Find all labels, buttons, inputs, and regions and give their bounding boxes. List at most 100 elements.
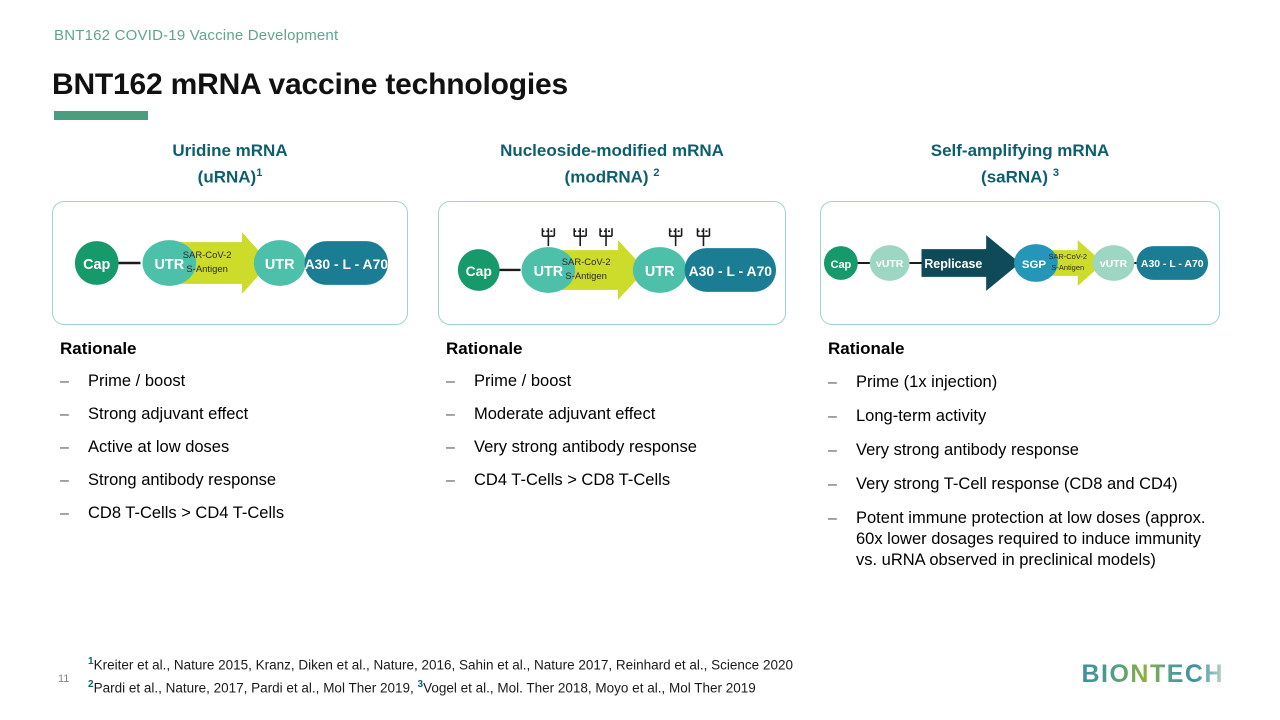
polya-label: A30 - L - A70: [305, 256, 389, 272]
antigen-arrow-shape: [170, 231, 270, 294]
page-title: BNT162 mRNA vaccine technologies: [52, 68, 568, 101]
pseudouridine-modification-marks: [541, 227, 711, 246]
footnote-line-2: 2Pardi et al., Nature, 2017, Pardi et al…: [88, 675, 1088, 698]
list-item-text: CD4 T-Cells > CD8 T-Cells: [474, 470, 671, 489]
column-modrna-heading-line1: Nucleoside-modified mRNA: [500, 141, 724, 160]
column-urna-heading-line1: Uridine mRNA: [172, 141, 288, 160]
footnotes: 1Kreiter et al., Nature 2015, Kranz, Dik…: [88, 652, 1088, 697]
antigen-label-line2: S-Antigen: [565, 271, 606, 282]
antigen-arrow-shape: [550, 239, 646, 300]
bullet-dash: –: [828, 441, 837, 459]
polya-node: [684, 247, 777, 292]
utr-right-node: [253, 239, 306, 286]
modrna-rationale-title: Rationale: [446, 338, 523, 358]
list-item-text: Potent immune protection at low doses (a…: [856, 508, 1206, 569]
replicase-label: Replicase: [924, 257, 982, 271]
bullet-dash: –: [828, 407, 837, 425]
list-item-text: Prime / boost: [88, 371, 186, 390]
list-item: –CD8 T-Cells > CD4 T-Cells: [52, 503, 408, 524]
cap-label: Cap: [831, 259, 852, 271]
bullet-dash: –: [446, 438, 455, 456]
sarna-construct-diagram: Replicase Cap vUTR SGP SAR-CoV-2 S-Antig…: [823, 234, 1209, 291]
column-urna-heading-superscript: 1: [256, 167, 263, 179]
content-columns: Uridine mRNA (uRNA)1 Cap UTR SAR-CoV-2 S…: [0, 140, 1280, 650]
bullet-dash: –: [828, 475, 837, 493]
column-modrna-heading-superscript: 2: [653, 167, 660, 179]
vutr-right-label: vUTR: [1100, 259, 1128, 270]
bullet-dash: –: [60, 438, 69, 456]
list-item: – CD4 T-Cells > CD8 T-Cells: [438, 470, 786, 491]
column-modrna-heading-line2: (modRNA): [564, 167, 654, 187]
psi-icon: [573, 227, 587, 246]
utr-left-node: [521, 246, 576, 293]
list-item: – Prime (1x injection): [820, 372, 1220, 393]
list-item-text: Prime (1x injection): [856, 372, 998, 391]
list-item-text: Prime / boost: [474, 371, 572, 390]
column-urna: Uridine mRNA (uRNA)1 Cap UTR SAR-CoV-2 S…: [52, 140, 408, 524]
footnote-1-text: Kreiter et al., Nature 2015, Kranz, Dike…: [93, 657, 793, 673]
polya-node: [304, 240, 389, 285]
vutr-left-label: vUTR: [876, 259, 904, 270]
list-item-text: Active at low doses: [88, 437, 230, 456]
list-item: – Very strong antibody response: [438, 437, 786, 458]
column-sarna-heading-line1: Self-amplifying mRNA: [930, 141, 1110, 160]
bullet-dash: –: [828, 373, 837, 391]
list-item: –Long-term activity: [820, 406, 1220, 427]
list-item-text: Very strong T-Cell response (CD8 and CD4…: [856, 474, 1178, 493]
vutr-right-node: [1092, 244, 1135, 281]
antigen-label-line2: S-Antigen: [186, 264, 227, 275]
polya-label: A30 - L - A70: [689, 263, 773, 279]
antigen-arrow-shape: [1041, 239, 1104, 286]
utr-left-label: UTR: [155, 257, 185, 273]
biontech-logo: BIONTECH: [1081, 660, 1224, 688]
urna-diagram-box: Cap UTR SAR-CoV-2 S-Antigen UTR A30 - L …: [52, 200, 408, 325]
modrna-diagram-box: Cap UTR SAR-CoV-2 S-Antigen UTR A30 - L …: [438, 200, 786, 325]
antigen-label-line1: SAR-CoV-2: [183, 250, 232, 261]
list-item: –Moderate adjuvant effect: [438, 404, 786, 425]
bullet-dash: –: [446, 372, 455, 390]
psi-icon: [668, 227, 683, 246]
list-item: – Potent immune protection at low doses (…: [820, 508, 1220, 571]
utr-left-node: [142, 239, 197, 286]
urna-rationale-title: Rationale: [60, 338, 137, 358]
polya-node: [1136, 245, 1209, 280]
column-sarna-heading: Self-amplifying mRNA (saRNA) 3: [820, 140, 1220, 189]
title-accent-rule: [54, 111, 148, 120]
list-item: – Active at low doses: [52, 437, 408, 458]
bullet-dash: –: [828, 509, 837, 527]
vutr-left-node: [869, 244, 910, 281]
list-item-text: Moderate adjuvant effect: [474, 404, 656, 423]
list-item: – Strong antibody response: [52, 470, 408, 491]
list-item-text: Very strong antibody response: [474, 437, 697, 456]
urna-construct-diagram: Cap UTR SAR-CoV-2 S-Antigen UTR A30 - L …: [74, 231, 389, 294]
antigen-label-line1: SAR-CoV-2: [562, 257, 611, 268]
utr-right-node: [632, 246, 687, 293]
list-item-text: CD8 T-Cells > CD4 T-Cells: [88, 503, 285, 522]
list-item-text: Strong adjuvant effect: [88, 404, 249, 423]
modrna-bullet-list: –Prime / boost –Moderate adjuvant effect…: [438, 371, 786, 491]
column-sarna-heading-superscript: 3: [1052, 167, 1059, 179]
antigen-label-line2: S-Antigen: [1051, 263, 1084, 272]
utr-right-label: UTR: [645, 264, 675, 280]
cap-label: Cap: [466, 263, 492, 279]
list-item: –Strong adjuvant effect: [52, 404, 408, 425]
sarna-bullet-list: – Prime (1x injection) –Long-term activit…: [820, 372, 1220, 571]
polya-label: A30 - L - A70: [1141, 259, 1204, 270]
footnote-2-marker: 2: [88, 678, 94, 690]
column-modrna-heading: Nucleoside-modified mRNA (modRNA) 2: [438, 140, 786, 189]
psi-icon: [599, 227, 613, 246]
slide-number: 11: [58, 673, 70, 685]
bullet-dash: –: [60, 471, 69, 489]
list-item: –Prime / boost: [52, 371, 408, 392]
list-item-text: Strong antibody response: [88, 470, 277, 489]
column-sarna-heading-line2: (saRNA): [981, 167, 1053, 187]
footnote-2-text: Pardi et al., Nature, 2017, Pardi et al.…: [93, 680, 418, 695]
column-sarna: Self-amplifying mRNA (saRNA) 3 Replicase…: [820, 140, 1220, 571]
bullet-dash: –: [446, 471, 455, 489]
cap-node: [823, 245, 858, 280]
sarna-diagram-box: Replicase Cap vUTR SGP SAR-CoV-2 S-Antig…: [820, 200, 1220, 325]
footnote-3-text: Vogel et al., Mol. Ther 2018, Moyo et al…: [423, 680, 756, 695]
psi-icon: [541, 227, 556, 246]
list-item: –Very strong antibody response: [820, 440, 1220, 461]
footnote-1-marker: 1: [88, 656, 94, 667]
